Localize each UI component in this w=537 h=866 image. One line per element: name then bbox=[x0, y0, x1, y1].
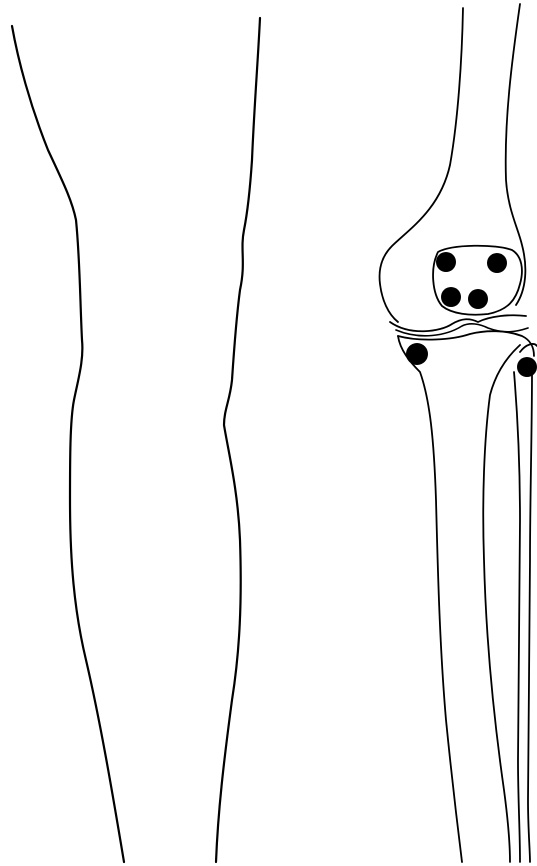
leg-outline-left-edge bbox=[12, 26, 124, 862]
marker-dot bbox=[487, 253, 507, 273]
femur-shaft-left-edge bbox=[380, 8, 464, 322]
fibula-right-edge bbox=[528, 372, 532, 862]
marker-dot bbox=[468, 289, 488, 309]
marker-dot bbox=[441, 287, 461, 307]
femur-shaft-right-edge bbox=[506, 4, 526, 305]
fibula-left-edge bbox=[514, 372, 520, 862]
leg-outline-panel bbox=[12, 18, 260, 862]
joint-line bbox=[396, 324, 528, 336]
tibia-left-edge bbox=[398, 336, 462, 862]
marker-dot bbox=[406, 343, 428, 365]
marker-dot bbox=[517, 357, 537, 377]
marker-dot bbox=[436, 252, 456, 272]
tibia-right-edge bbox=[483, 345, 520, 862]
leg-outline-right-edge bbox=[216, 18, 260, 862]
knee-skeleton-panel bbox=[380, 4, 537, 862]
